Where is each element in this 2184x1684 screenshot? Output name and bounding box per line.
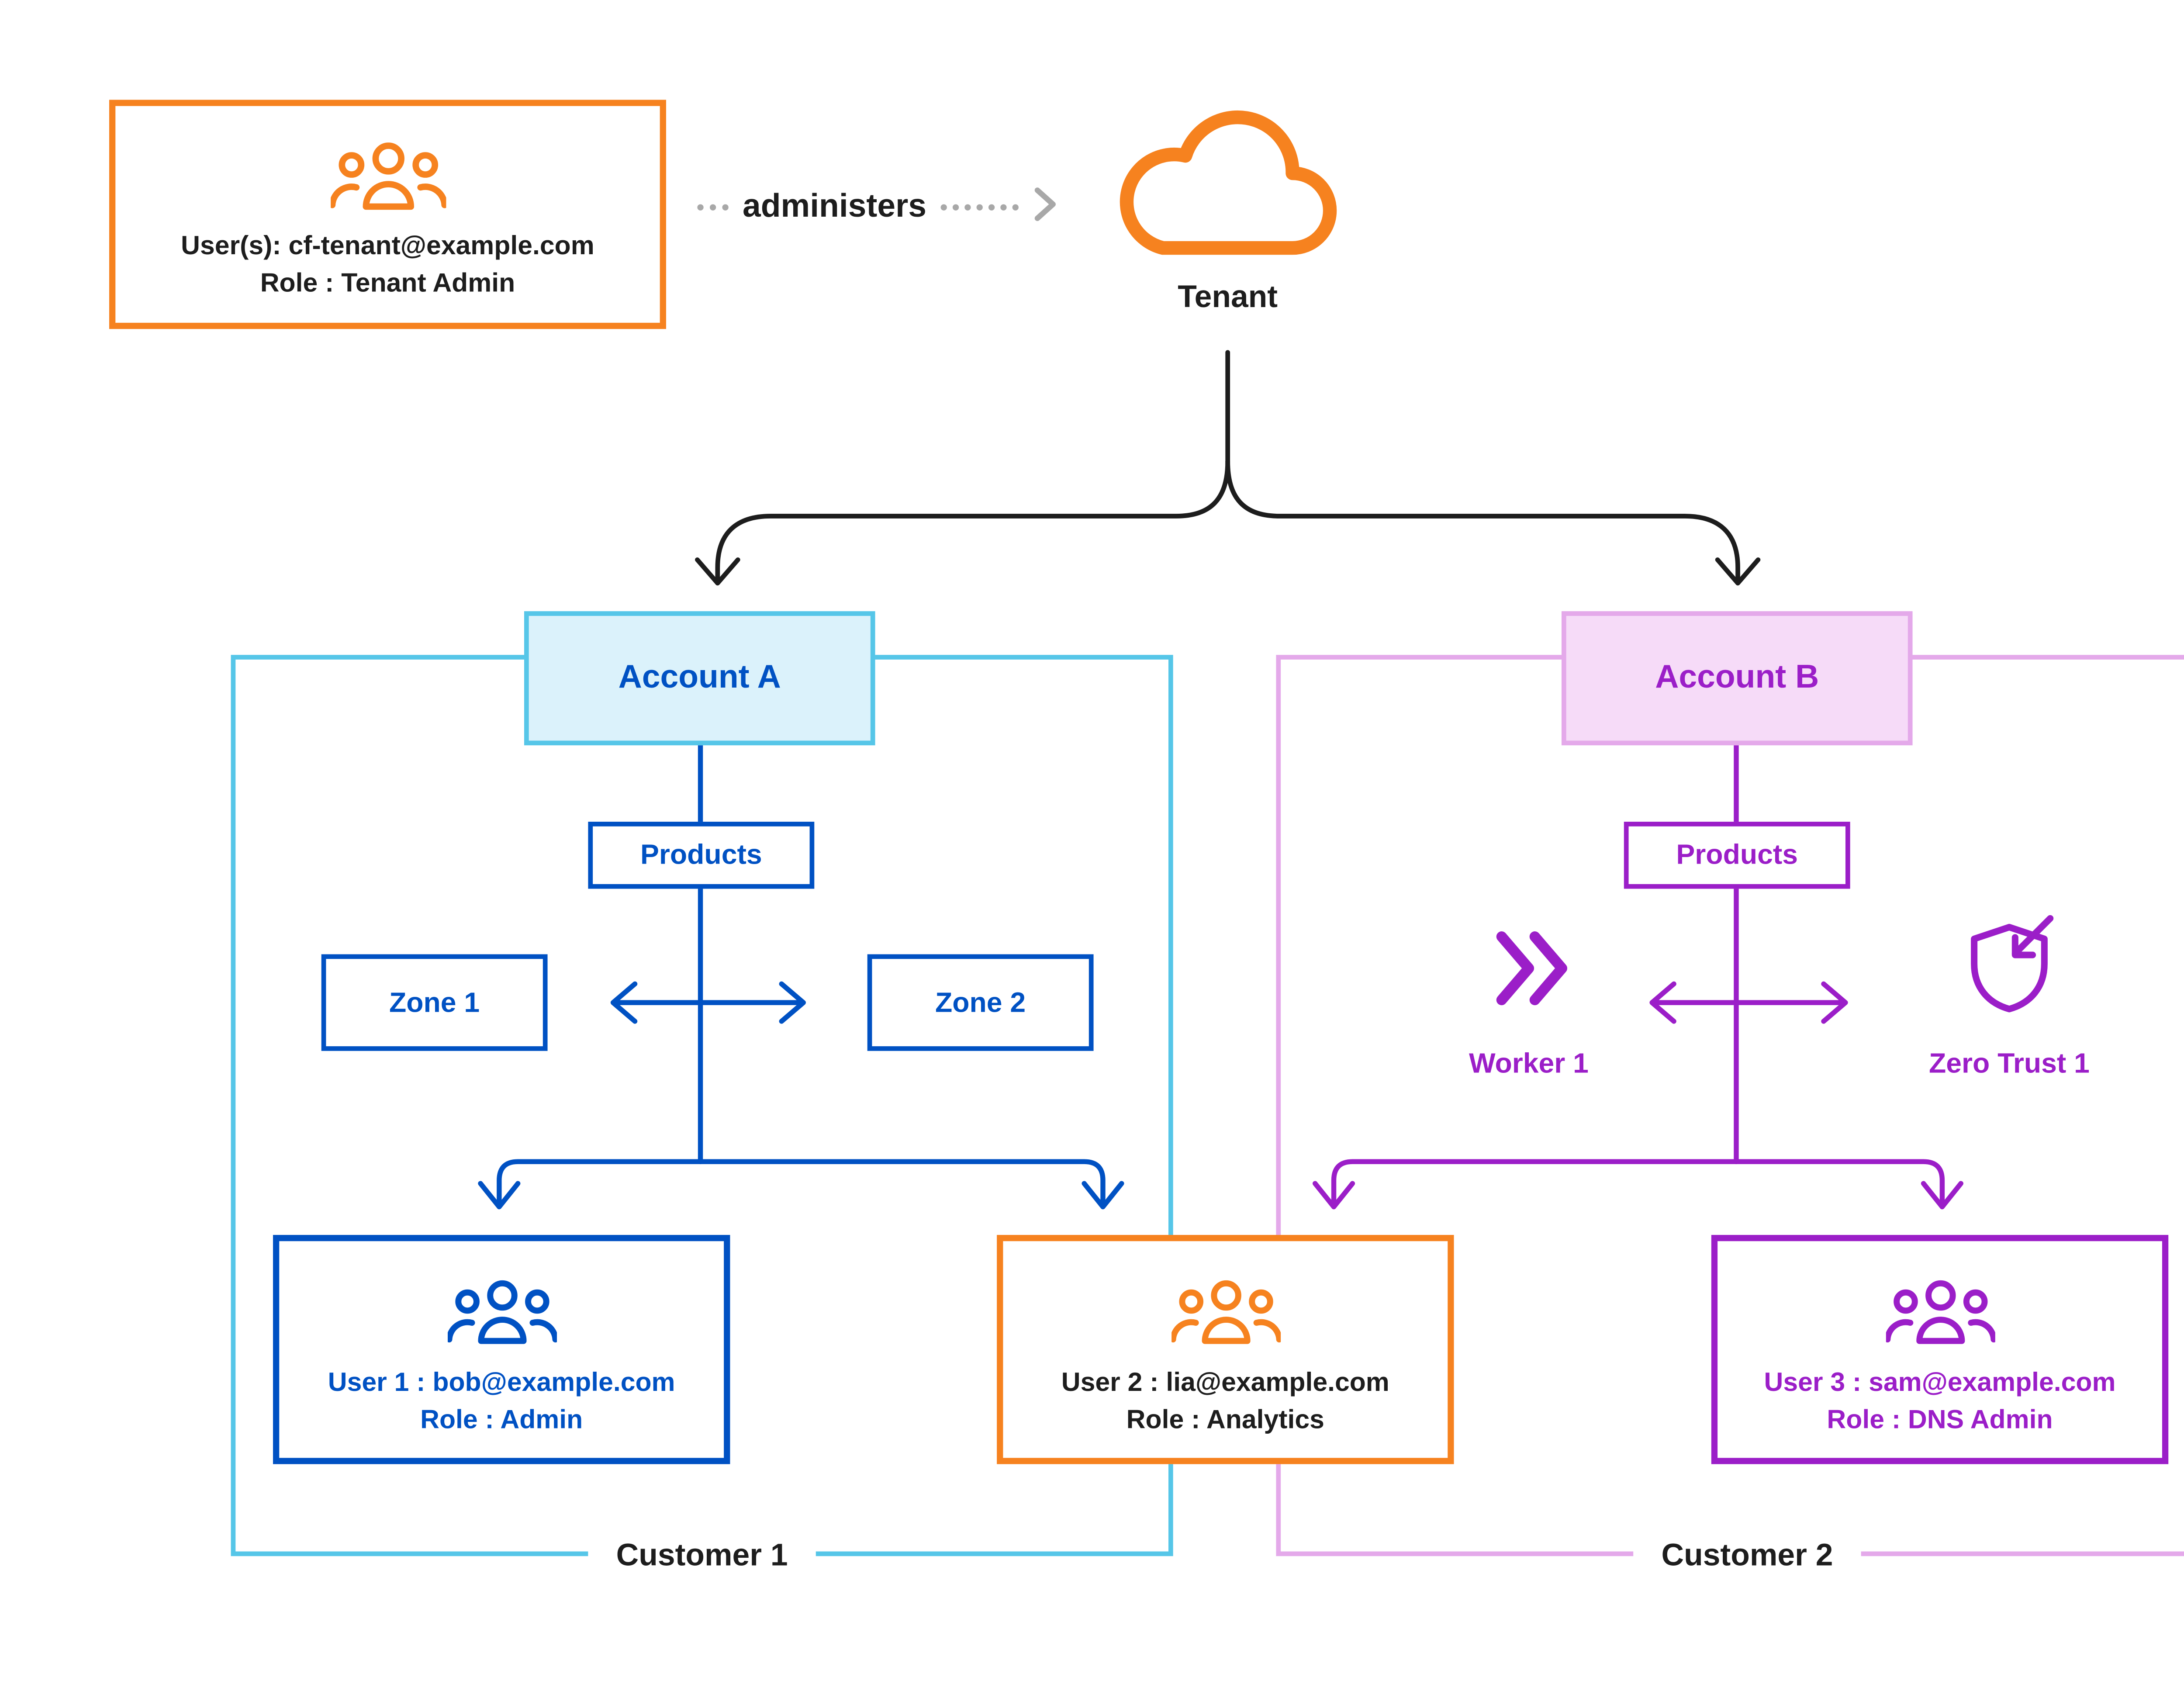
user-3-line: User 3 : sam@example.com: [1764, 1367, 2116, 1397]
workers-icon: [1483, 923, 1574, 1021]
account-b-products-box: Products: [1624, 822, 1850, 889]
tenant-split-connector: [695, 350, 1761, 586]
dotted-line: [697, 204, 729, 211]
user-3-box: User 3 : sam@example.com Role : DNS Admi…: [1711, 1234, 2169, 1464]
worker-1-label: Worker 1: [1469, 1048, 1589, 1079]
people-group-icon: [1169, 1276, 1282, 1358]
user-1-line: User 1 : bob@example.com: [328, 1367, 675, 1397]
tenant-admin-role-line: Role : Tenant Admin: [260, 268, 515, 298]
people-group-icon: [328, 139, 447, 225]
tenant-admin-box: User(s): cf-tenant@example.com Role : Te…: [109, 100, 666, 329]
user-2-box: User 2 : lia@example.com Role : Analytic…: [997, 1234, 1454, 1464]
user-2-line: User 2 : lia@example.com: [1061, 1367, 1389, 1397]
administers-label: administers: [742, 188, 927, 225]
customer-1-label: Customer 1: [588, 1528, 816, 1584]
user-2-role: Role : Analytics: [1126, 1404, 1324, 1434]
account-a-box: Account A: [524, 611, 875, 746]
cloud-icon: [1103, 93, 1352, 280]
administers-connector: administers: [697, 178, 1057, 237]
user-1-box: User 1 : bob@example.com Role : Admin: [273, 1234, 730, 1464]
account-b-box: Account B: [1561, 611, 1913, 746]
tenant-admin-user-line: User(s): cf-tenant@example.com: [181, 231, 594, 261]
zone-1-box: Zone 1: [321, 954, 548, 1051]
customer-2-label: Customer 2: [1633, 1528, 1861, 1584]
user-3-role: Role : DNS Admin: [1827, 1404, 2053, 1434]
arrow-right-icon: [1033, 185, 1057, 230]
dotted-line: [940, 204, 1019, 211]
user-1-role: Role : Admin: [420, 1404, 583, 1434]
account-b-tree-connector: [1312, 743, 1963, 1210]
account-a-tree-connector: [478, 743, 1124, 1210]
zone-2-box: Zone 2: [867, 954, 1094, 1051]
people-group-icon: [445, 1276, 558, 1358]
shield-arrow-icon: [1963, 914, 2056, 1024]
account-a-products-box: Products: [588, 822, 815, 889]
people-group-icon: [1883, 1276, 1996, 1358]
tenant-label: Tenant: [1178, 280, 1278, 315]
zero-trust-1-label: Zero Trust 1: [1928, 1048, 2090, 1079]
